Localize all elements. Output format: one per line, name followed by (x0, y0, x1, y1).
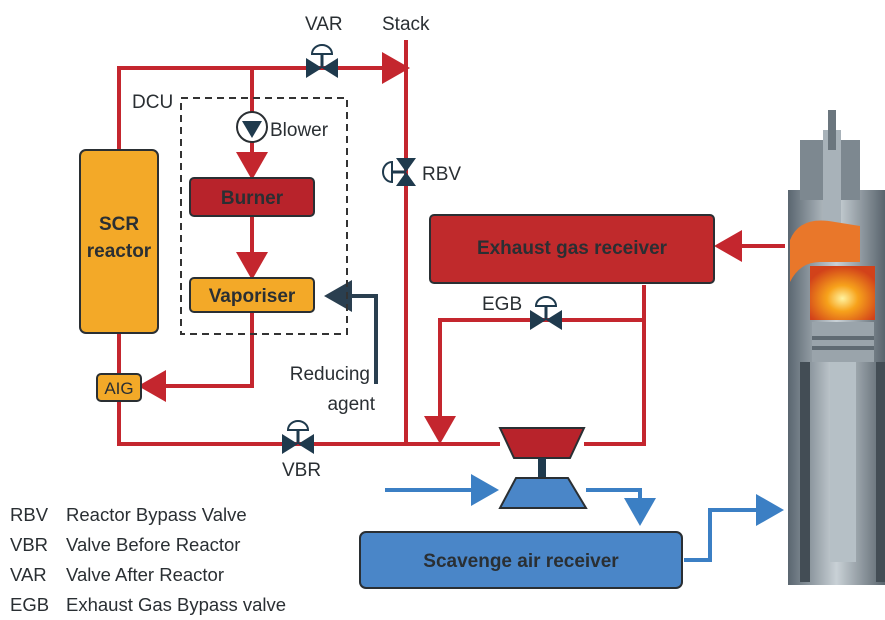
legend-row: VAR Valve After Reactor (10, 560, 286, 590)
legend-text: Exhaust Gas Bypass valve (66, 594, 287, 615)
vbr-label: VBR (282, 460, 321, 481)
scr-label-line1: SCR (99, 214, 139, 235)
legend-abbr: EGB (10, 594, 50, 615)
legend-row: RBV Reactor Bypass Valve (10, 500, 286, 530)
burner-box (189, 177, 315, 217)
vaporiser-box (189, 277, 315, 313)
reducing-agent-label-2: agent (327, 394, 375, 415)
legend-text: Valve After Reactor (66, 564, 225, 585)
scr-label-line2: reactor (87, 241, 152, 262)
egb-label: EGB (482, 294, 522, 315)
vbr-valve-icon (282, 420, 314, 454)
exhaust-gas-receiver (429, 214, 715, 284)
scavenge-air-receiver (359, 531, 683, 589)
scavenge-receiver-label: Scavenge air receiver (423, 551, 619, 572)
legend-abbr: VBR (10, 534, 49, 555)
air-piping (385, 474, 784, 562)
var-valve-icon (306, 44, 338, 78)
aig-box (96, 373, 142, 402)
exhaust-receiver-label: Exhaust gas receiver (477, 238, 668, 259)
blower-icon (236, 111, 268, 143)
var-label: VAR (305, 14, 343, 35)
rbv-label: RBV (422, 164, 461, 185)
egb-valve-icon (530, 296, 562, 330)
legend-text: Valve Before Reactor (66, 534, 241, 555)
legend-row: EGB Exhaust Gas Bypass valve (10, 590, 286, 620)
stack-label: Stack (382, 14, 430, 35)
legend-abbr: RBV (10, 504, 49, 525)
engine-cutaway-image (788, 110, 885, 614)
rbv-valve-icon (382, 158, 416, 186)
turbocharger-icon (498, 427, 588, 509)
legend-abbr: VAR (10, 564, 47, 585)
dcu-boundary (180, 97, 348, 335)
vaporiser-label: Vaporiser (209, 286, 296, 307)
burner-label: Burner (221, 188, 284, 209)
legend-row: VBR Valve Before Reactor (10, 530, 286, 560)
scr-reactor (79, 149, 159, 334)
dcu-label: DCU (132, 92, 173, 113)
blower-label: Blower (270, 120, 329, 141)
reducing-agent-label-1: Reducing (290, 364, 370, 385)
abbreviation-legend: RBV Reactor Bypass Valve VBR Valve Befor… (10, 500, 286, 620)
aig-label: AIG (104, 379, 133, 398)
reducing-agent-line (324, 280, 378, 384)
legend-text: Reactor Bypass Valve (66, 504, 247, 525)
